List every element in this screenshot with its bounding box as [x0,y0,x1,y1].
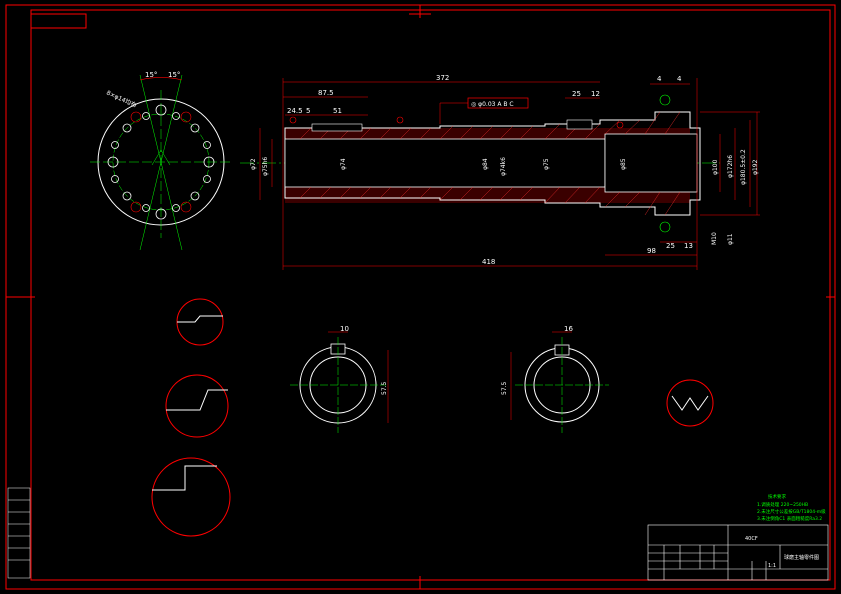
dim-4b: 4 [677,75,682,83]
tolerance-frame-text: ◎ φ0.03 A B C [471,101,514,108]
key2-depth-label: 57.5 [501,381,508,395]
dim-13: 13 [684,242,693,250]
tech-notes-heading: 技术要求 [768,493,786,500]
dim-5: 5 [306,107,310,115]
key-sections: 10 57.5 16 57.5 [290,325,609,433]
title-block-code: 40CF [745,536,758,542]
technical-notes: 技术要求 1.调质处理 220~250HB 2.未注尺寸公差按GB/T1804-… [757,493,826,522]
title-block [647,524,829,581]
shaft-section-view: 372 87.5 24.5 5 51 25 12 4 4 418 98 25 1… [240,74,760,270]
dim-m10: M10 [711,232,718,245]
angle-right-label: 15° [168,71,180,79]
dim-phi192: φ192 [752,159,759,175]
title-box-top-left [30,13,87,29]
dim-4a: 4 [657,75,662,83]
tech-notes-line3: 3.未注倒角C1 表面粗糙度Ra3.2 [757,515,822,522]
dim-12: 12 [591,90,600,98]
key1-width-label: 10 [340,325,349,333]
tech-notes-line2: 2.未注尺寸公差按GB/T1804-m级 [757,508,826,515]
dim-phi172h6: φ172h6 [727,155,734,178]
tech-notes-line1: 1.调质处理 220~250HB [757,501,808,508]
key1-depth-label: 57.5 [381,381,388,395]
dim-phi75h6: φ75h6 [262,157,269,176]
dim-51: 51 [333,107,342,115]
dim-phi100: φ100 [712,159,719,175]
dim-phi180: φ180.5±0.2 [740,149,747,185]
dim-phi75: φ75 [543,158,550,170]
hole-note-label: 8×φ14均布 [105,89,138,110]
dim-87-5: 87.5 [318,89,334,97]
revision-strip [7,487,31,579]
dim-phi84: φ84 [482,158,489,170]
dim-25-bot: 25 [666,242,675,250]
angle-left-label: 15° [145,71,157,79]
dim-overall-length: 418 [482,258,495,266]
dim-24-5: 24.5 [287,107,303,115]
dim-total-top: 372 [436,74,449,82]
flange-end-view: 15° 15° 8×φ14均布 [90,71,232,251]
dim-phi72: φ72 [250,158,257,170]
dim-phi11: φ11 [727,233,734,245]
dim-phi74k6: φ74k6 [500,157,507,176]
dim-98: 98 [647,247,656,255]
key2-width-label: 16 [564,325,573,333]
title-block-scale: 1:1 [768,563,776,569]
drawing-frame [5,4,836,590]
dim-phi74: φ74 [340,158,347,170]
dim-phi85: φ85 [620,158,627,170]
title-block-name: 球磨主轴零件图 [784,554,819,561]
detail-views [151,298,714,537]
dim-25-top: 25 [572,90,581,98]
